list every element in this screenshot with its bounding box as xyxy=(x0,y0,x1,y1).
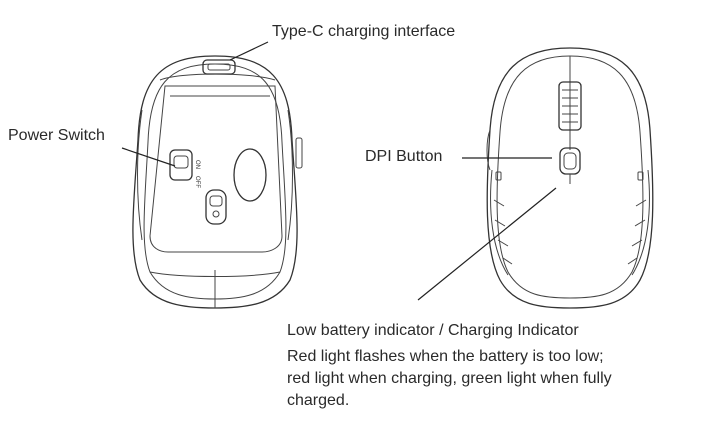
callout-lines xyxy=(121,41,557,301)
typec-callout-line xyxy=(229,41,269,61)
power-switch-label: Power Switch xyxy=(8,127,105,144)
indicator-line-1: Red light flashes when the battery is to… xyxy=(287,348,604,365)
indicator-line-2: red light when charging, green light whe… xyxy=(287,370,612,387)
power-switch-callout-line xyxy=(121,147,176,167)
indicator-description: Red light flashes when the battery is to… xyxy=(287,346,612,412)
typec-label: Type-C charging interface xyxy=(272,23,456,40)
indicator-callout-line xyxy=(417,187,557,301)
indicator-line-3: charged. xyxy=(287,392,350,409)
indicator-title: Low battery indicator / Charging Indicat… xyxy=(287,322,579,339)
switch-off-label: OFF xyxy=(194,176,200,188)
switch-on-label: ON xyxy=(194,160,200,169)
dpi-button-label: DPI Button xyxy=(365,148,443,165)
mouse-bottom-view: ON OFF xyxy=(132,55,303,309)
mouse-top-view xyxy=(486,47,654,309)
